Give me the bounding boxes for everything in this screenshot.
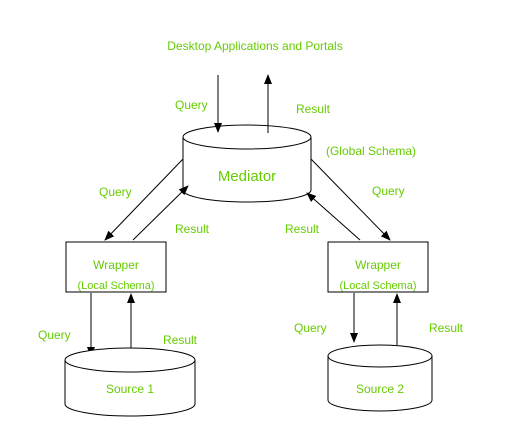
- query-arrow-right: [310, 158, 391, 241]
- result-label-left: Result: [175, 222, 210, 236]
- source-2-cylinder: [327, 344, 433, 412]
- query-label-bottom-right: Query: [294, 321, 327, 335]
- result-label-right: Result: [285, 222, 320, 236]
- source-2-label: Source 2: [356, 382, 404, 396]
- mediator-cylinder: [182, 124, 312, 203]
- query-label-bottom-left: Query: [38, 328, 71, 342]
- query-label-right: Query: [372, 184, 405, 198]
- wrapper-box-right: [327, 241, 429, 293]
- wrapper-label-left: Wrapper: [93, 258, 139, 272]
- wrapper-box-left: [65, 241, 167, 293]
- mediator-label: Mediator: [218, 168, 276, 185]
- result-arrow-left: [132, 185, 189, 241]
- query-label-top: Query: [175, 98, 208, 112]
- result-label-bottom-left: Result: [163, 333, 198, 347]
- query-label-left: Query: [99, 185, 132, 199]
- global-schema-label: (Global Schema): [326, 144, 416, 158]
- wrapper-label-right: Wrapper: [355, 258, 401, 272]
- result-label-bottom-right: Result: [429, 321, 464, 335]
- result-label-top: Result: [296, 102, 331, 116]
- source-1-label: Source 1: [106, 382, 154, 396]
- wrapper-schema-right: (Local Schema): [339, 280, 416, 292]
- result-arrow-right: [306, 192, 361, 241]
- diagram-title: Desktop Applications and Portals: [167, 39, 342, 53]
- wrapper-schema-left: (Local Schema): [77, 280, 154, 292]
- query-arrow-left: [104, 158, 184, 241]
- source-1-cylinder: [64, 347, 196, 417]
